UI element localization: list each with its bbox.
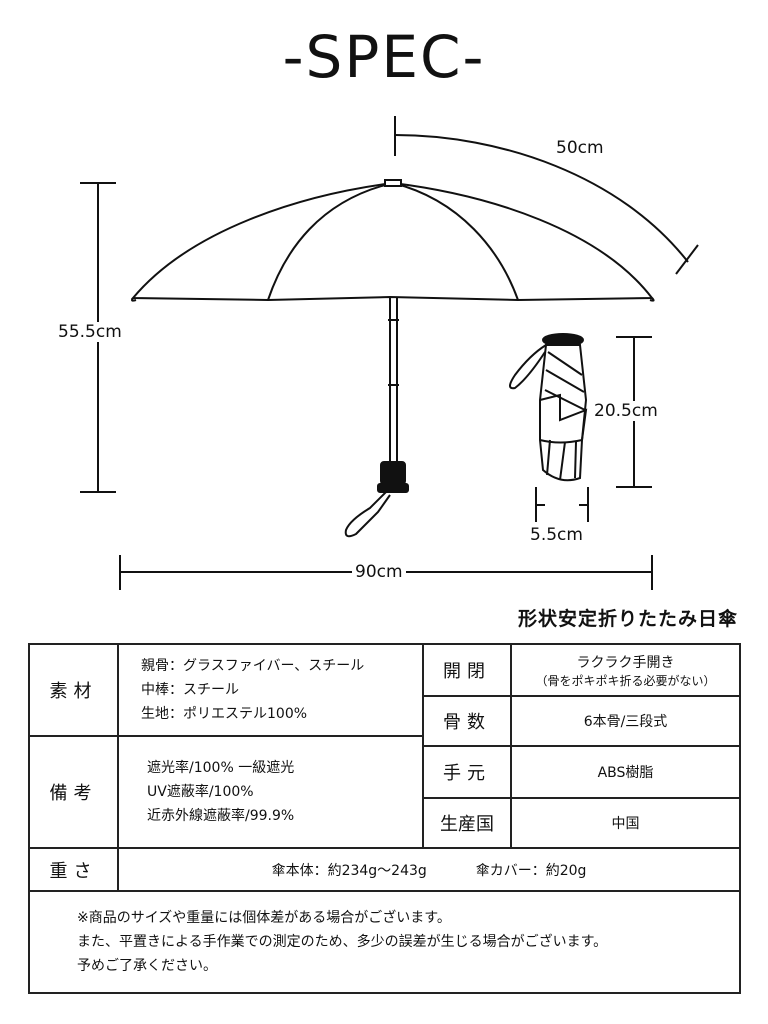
open-width-label: 90cm — [352, 562, 406, 582]
folded-width-dimension-line — [535, 487, 589, 522]
opening-value: ラクラク手開き （骨をポキポキ折る必要がない） — [510, 643, 741, 697]
disclaimer: ※商品のサイズや重量には個体差がある場合がございます。 また、平置きによる手作業… — [28, 890, 741, 994]
material-label: 素材 — [28, 643, 119, 737]
open-height-label: 55.5cm — [55, 322, 125, 342]
folded-width-label: 5.5cm — [527, 525, 586, 545]
notes-line: 遮光率/100% 一級遮光 — [147, 760, 295, 776]
material-line: 生地：ポリエステル100% — [141, 706, 308, 722]
notes-value: 遮光率/100% 一級遮光 UV遮蔽率/100% 近赤外線遮蔽率/99.9% — [117, 735, 424, 849]
opening-sub: （骨をポキポキ折る必要がない） — [535, 673, 716, 688]
opening-label: 開閉 — [422, 643, 512, 697]
open-umbrella-icon — [130, 179, 655, 538]
opening-main: ラクラク手開き — [576, 654, 675, 671]
weight-value: 傘本体：約234g～243g 傘カバー：約20g — [117, 847, 741, 892]
folded-height-label: 20.5cm — [591, 401, 661, 421]
weight-body: 傘本体：約234g～243g — [271, 862, 427, 879]
handle-value: ABS樹脂 — [510, 745, 741, 799]
weight-cover: 傘カバー：約20g — [475, 862, 587, 879]
rib-dimension-arc — [394, 116, 699, 275]
notes-label: 備考 — [28, 735, 119, 849]
product-subtitle: 形状安定折りたたみ日傘 — [517, 608, 738, 630]
page-title: -SPEC- — [282, 23, 486, 91]
umbrella-illustration — [80, 116, 699, 590]
ribs-label: 骨数 — [422, 695, 512, 747]
disclaimer-line: また、平置きによる手作業での測定のため、多少の誤差が生じる場合がございます。 — [77, 934, 608, 950]
folded-umbrella-icon — [509, 333, 588, 482]
notes-line: UV遮蔽率/100% — [147, 784, 254, 800]
origin-label: 生産国 — [422, 797, 512, 849]
material-line: 親骨：グラスファイバー、スチール — [141, 658, 365, 674]
ribs-value: 6本骨/三段式 — [510, 695, 741, 747]
rib-length-label: 50cm — [553, 138, 607, 158]
weight-label: 重さ — [28, 847, 119, 892]
disclaimer-line: 予めご了承ください。 — [77, 958, 217, 974]
origin-value: 中国 — [510, 797, 741, 849]
material-value: 親骨：グラスファイバー、スチール 中棒：スチール 生地：ポリエステル100% — [117, 643, 424, 737]
disclaimer-line: ※商品のサイズや重量には個体差がある場合がございます。 — [77, 910, 451, 926]
spec-table: 素材 親骨：グラスファイバー、スチール 中棒：スチール 生地：ポリエステル100… — [28, 643, 741, 994]
notes-line: 近赤外線遮蔽率/99.9% — [147, 808, 295, 824]
handle-label: 手元 — [422, 745, 512, 799]
material-line: 中棒：スチール — [141, 682, 239, 698]
